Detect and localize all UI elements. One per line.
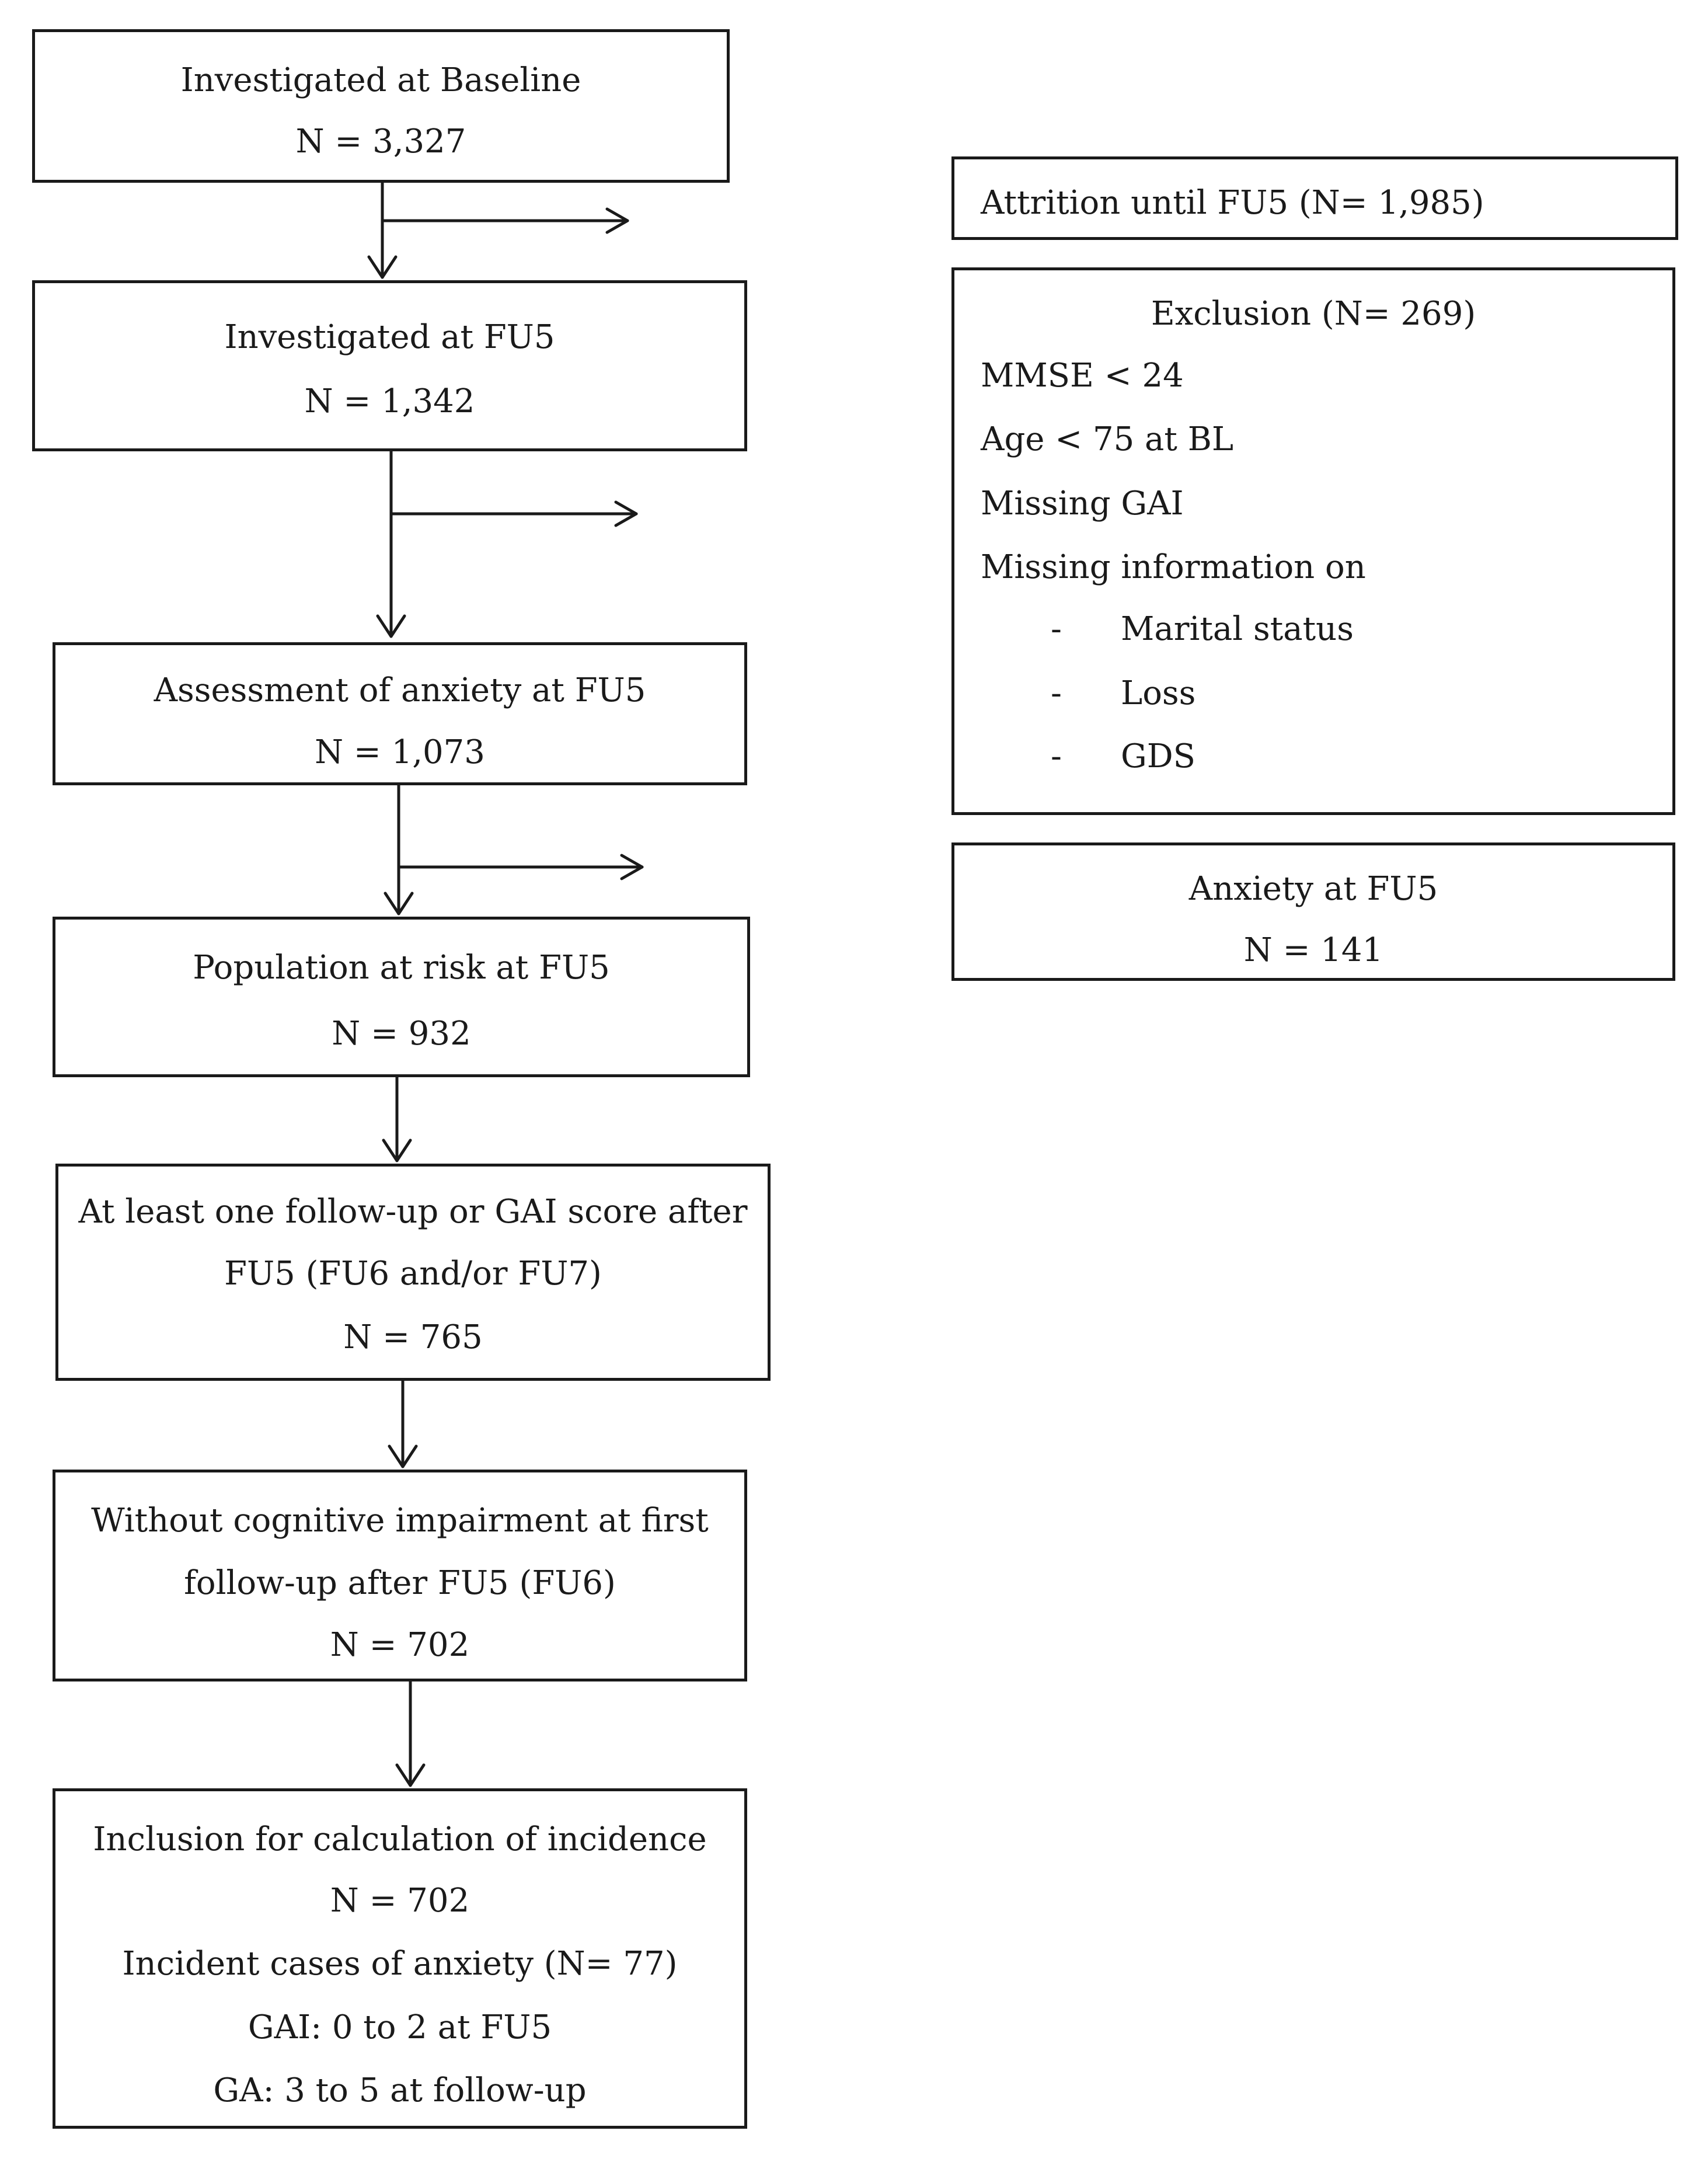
no-cognitive-box: Without cognitive impairment at first fo…	[53, 1470, 747, 1681]
anxiety-assessment-title: Assessment of anxiety at FU5	[154, 671, 646, 709]
gai-criterion: GAI: 0 to 2 at FU5	[248, 2008, 552, 2046]
bullet-dash: -	[1051, 610, 1062, 648]
bullet-dash: -	[1051, 674, 1062, 712]
exclusion-mmse: MMSE < 24	[981, 357, 1184, 395]
arrow-baseline-to-fu5-head	[367, 255, 398, 279]
arrow-assessment-to-risk-head	[384, 892, 414, 915]
exclusion-marital-status: Marital status	[1121, 610, 1354, 648]
followup-count: N = 765	[343, 1318, 483, 1356]
arrow-cognitive-to-inclusion-head	[395, 1763, 426, 1787]
ga-criterion: GA: 3 to 5 at follow-up	[213, 2072, 587, 2109]
baseline-count: N = 3,327	[295, 123, 466, 161]
exclusion-title: Exclusion (N= 269)	[1151, 295, 1476, 333]
exclusion-box: Exclusion (N= 269) MMSE < 24 Age < 75 at…	[951, 267, 1675, 815]
anxiety-assessment-count: N = 1,073	[315, 733, 485, 771]
anxiety-fu5-title: Anxiety at FU5	[1188, 870, 1438, 908]
followup-box: At least one follow-up or GAI score afte…	[55, 1164, 771, 1381]
baseline-title: Investigated at Baseline	[180, 61, 581, 99]
arrow-risk-to-followup-head	[382, 1139, 412, 1162]
arrow-to-exclusion-head	[614, 500, 638, 527]
exclusion-gds: GDS	[1121, 737, 1195, 775]
exclusion-gai: Missing GAI	[981, 485, 1184, 523]
exclusion-missing-info: Missing information on	[981, 548, 1366, 586]
fu5-box: Investigated at FU5 N = 1,342	[32, 280, 747, 451]
followup-line1: At least one follow-up or GAI score afte…	[78, 1193, 748, 1231]
arrow-to-anxiety-head	[620, 854, 644, 880]
anxiety-assessment-box: Assessment of anxiety at FU5 N = 1,073	[53, 642, 747, 785]
bullet-dash: -	[1051, 737, 1062, 775]
arrow-followup-to-cognitive-head	[388, 1444, 418, 1468]
inclusion-line1: Inclusion for calculation of incidence	[93, 1820, 707, 1858]
baseline-box: Investigated at Baseline N = 3,327	[32, 29, 730, 183]
attrition-label: Attrition until FU5 (N= 1,985)	[981, 184, 1484, 222]
at-risk-box: Population at risk at FU5 N = 932	[53, 917, 750, 1077]
attrition-box: Attrition until FU5 (N= 1,985)	[951, 156, 1678, 240]
no-cognitive-count: N = 702	[330, 1626, 470, 1664]
incident-cases: Incident cases of anxiety (N= 77)	[122, 1945, 678, 1983]
anxiety-fu5-box: Anxiety at FU5 N = 141	[951, 842, 1675, 981]
arrow-fu5-to-assessment-head	[376, 614, 406, 638]
arrow-to-attrition-head	[605, 207, 629, 234]
exclusion-loss: Loss	[1121, 674, 1196, 712]
anxiety-fu5-count: N = 141	[1243, 931, 1383, 969]
at-risk-count: N = 932	[332, 1015, 471, 1053]
no-cognitive-line2: follow-up after FU5 (FU6)	[184, 1564, 616, 1602]
exclusion-age: Age < 75 at BL	[981, 420, 1234, 458]
inclusion-count: N = 702	[330, 1882, 470, 1920]
fu5-count: N = 1,342	[304, 382, 475, 420]
no-cognitive-line1: Without cognitive impairment at first	[91, 1502, 709, 1540]
at-risk-title: Population at risk at FU5	[193, 949, 610, 987]
fu5-title: Investigated at FU5	[224, 318, 555, 356]
followup-line2: FU5 (FU6 and/or FU7)	[224, 1255, 602, 1293]
inclusion-box: Inclusion for calculation of incidence N…	[53, 1788, 747, 2129]
